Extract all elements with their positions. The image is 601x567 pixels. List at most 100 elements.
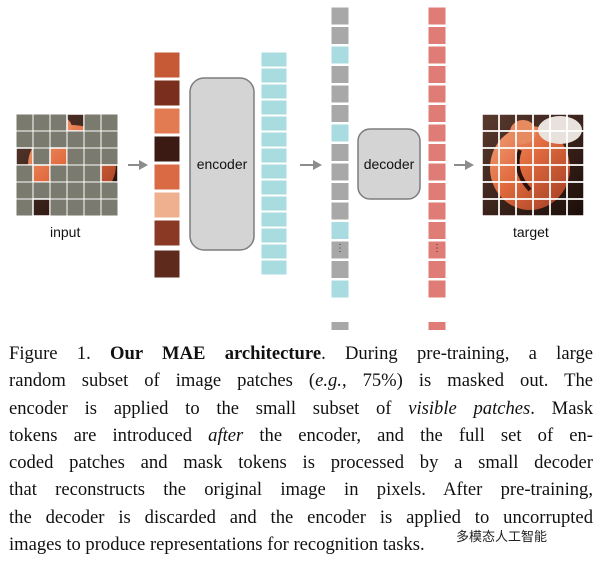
visible-patch-token xyxy=(153,191,181,219)
mask-token xyxy=(330,240,350,260)
decoder-output-token xyxy=(427,260,447,279)
mae-architecture-figure: input target encoder decoder ⋮ ⋮ xyxy=(15,6,585,330)
masked-patch xyxy=(66,198,85,217)
visible-patch-token xyxy=(153,249,181,279)
decoder-output-token xyxy=(427,221,447,240)
caption-line: tokens are introduced after the encoder,… xyxy=(9,422,593,449)
masked-patch xyxy=(100,181,119,200)
figure-canvas xyxy=(15,6,585,330)
encoded-token xyxy=(260,211,288,228)
caption-text: encoder is applied to the small subset o… xyxy=(9,397,409,419)
figure-caption: Figure 1. Our MAE architecture. During p… xyxy=(9,340,593,558)
decoder-input-ellipsis: ⋮ xyxy=(335,243,345,254)
encoded-token xyxy=(260,83,288,100)
mask-token xyxy=(330,143,350,162)
input-mask-grid xyxy=(15,113,119,217)
decoder-output-token xyxy=(427,279,447,299)
decoder-output-token xyxy=(427,84,447,104)
caption-text: coded patches and mask tokens is process… xyxy=(9,452,593,474)
encoded-token xyxy=(260,179,288,196)
encoded-token xyxy=(330,221,350,240)
encoded-token xyxy=(260,115,288,132)
decoder-output-token xyxy=(427,104,447,123)
encoded-token xyxy=(260,147,288,164)
visible-patch-token xyxy=(153,51,181,79)
encoded-token xyxy=(260,243,288,260)
masked-patch xyxy=(49,181,68,200)
masked-patch xyxy=(83,130,102,149)
target-label: target xyxy=(513,224,549,240)
mask-token xyxy=(330,260,350,279)
masked-patch xyxy=(32,130,51,149)
masked-patch xyxy=(49,198,68,217)
decoder-output-token xyxy=(427,45,447,65)
masked-patch xyxy=(15,198,34,217)
masked-patch xyxy=(66,147,85,166)
encoder-label: encoder xyxy=(196,156,248,172)
masked-patch xyxy=(83,113,102,132)
encoded-token xyxy=(330,45,350,65)
masked-patch xyxy=(66,181,85,200)
encoded-token xyxy=(260,99,288,116)
mask-token xyxy=(330,201,350,221)
encoded-token xyxy=(260,195,288,212)
mask-token xyxy=(330,182,350,201)
decoder-output-tokens-column xyxy=(427,6,447,330)
caption-text: the decoder is discarded and the encoder… xyxy=(9,506,593,528)
masked-patch xyxy=(83,198,102,217)
decoder-output-ellipsis: ⋮ xyxy=(432,243,442,254)
visible-patch-token xyxy=(153,219,181,247)
masked-patch xyxy=(49,164,68,183)
caption-line: images to produce representations for re… xyxy=(9,531,593,558)
visible-patch-token xyxy=(153,79,181,107)
masked-patch xyxy=(66,130,85,149)
encoded-token xyxy=(260,51,288,68)
masked-patch xyxy=(32,147,51,166)
decoder-output-token xyxy=(427,182,447,201)
masked-patch xyxy=(15,164,34,183)
arrow-head-icon xyxy=(139,160,148,170)
decoder-label: decoder xyxy=(363,156,415,172)
encoded-token xyxy=(260,259,288,276)
caption-line: the decoder is discarded and the encoder… xyxy=(9,504,593,531)
caption-line: coded patches and mask tokens is process… xyxy=(9,449,593,476)
encoded-token xyxy=(330,279,350,299)
caption-italic-text: e.g. xyxy=(315,370,342,392)
decoder-output-token xyxy=(427,143,447,162)
caption-text: . During pre-training, a large xyxy=(321,343,593,364)
visible-patches-column xyxy=(153,51,181,279)
mask-token xyxy=(330,104,350,123)
encoded-token xyxy=(260,227,288,244)
visible-patch-token xyxy=(153,107,181,135)
arrow-head-icon xyxy=(465,160,474,170)
decoder-output-token xyxy=(427,123,447,143)
masked-patch xyxy=(100,113,119,132)
mask-token xyxy=(330,6,350,26)
masked-patch xyxy=(32,181,51,200)
masked-patch xyxy=(100,198,119,217)
decoder-output-token xyxy=(427,65,447,84)
mask-token xyxy=(330,321,350,330)
masked-patch xyxy=(83,164,102,183)
decoder-output-token xyxy=(427,201,447,221)
masked-patch xyxy=(15,113,34,132)
caption-line: Figure 1. Our MAE architecture. During p… xyxy=(9,340,593,367)
caption-text: , 75%) is masked out. The xyxy=(341,370,593,392)
decoder-box xyxy=(357,128,421,200)
target-patch-grid xyxy=(481,113,585,217)
arrows xyxy=(128,160,474,170)
caption-line: encoder is applied to the small subset o… xyxy=(9,395,593,422)
caption-text: that reconstructs the original image in … xyxy=(9,479,593,501)
masked-patch xyxy=(49,130,68,149)
target-patch xyxy=(566,198,585,217)
caption-line: that reconstructs the original image in … xyxy=(9,476,593,503)
caption-text: Figure 1. xyxy=(9,343,111,364)
mask-token xyxy=(330,84,350,104)
masked-patch xyxy=(100,147,119,166)
caption-text: random subset of image patches ( xyxy=(9,370,316,392)
encoded-token xyxy=(260,131,288,148)
masked-patch xyxy=(66,164,85,183)
caption-line: random subset of image patches (e.g., 75… xyxy=(9,367,593,394)
encoded-tokens-column xyxy=(260,51,288,276)
mask-token xyxy=(330,65,350,84)
